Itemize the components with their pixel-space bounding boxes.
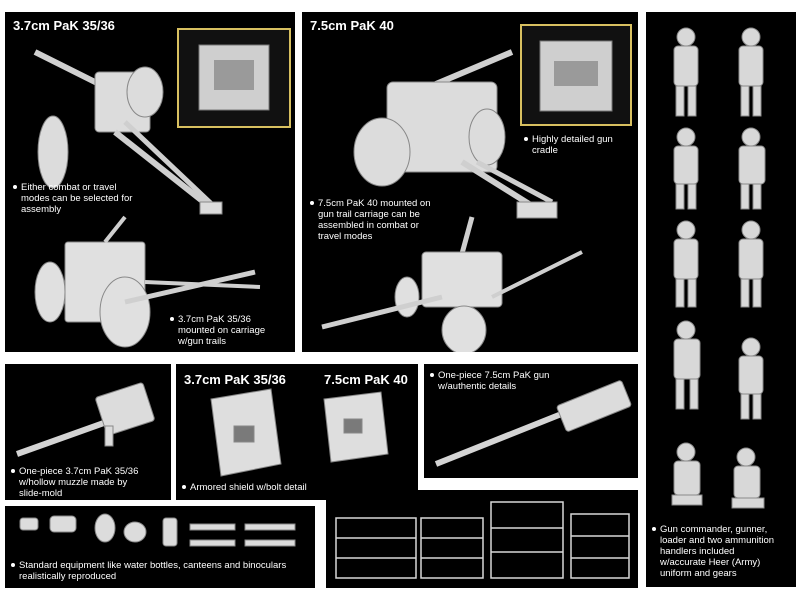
caption-line: w/authentic details (438, 381, 517, 392)
caption-line: w/accurate Heer (Army) (660, 557, 761, 568)
shield-title-pak40: 7.5cm PaK 40 (324, 372, 408, 387)
panel-barrel40: One-piece 7.5cm PaK gun w/authentic deta… (424, 364, 638, 478)
barrel40-caption: One-piece 7.5cm PaK gun w/authentic deta… (430, 370, 549, 392)
panel-equipment: Standard equipment like water bottles, c… (5, 506, 315, 588)
caption-line: gun trail carriage can be (318, 209, 420, 220)
caption-line: cradle (532, 145, 558, 156)
caption-line: handlers included (660, 546, 735, 557)
sprues-illustration (335, 501, 630, 579)
caption-line: modes can be selected for (21, 193, 133, 204)
panel-pak36: 3.7cm PaK 35/36 Either combat or (5, 12, 295, 352)
caption-line: One-piece 3.7cm PaK 35/36 (19, 466, 139, 477)
pak36-caption-carriage: 3.7cm PaK 35/36 mounted on carriage w/gu… (170, 314, 265, 347)
caption-line: w/hollow muzzle made by (19, 477, 128, 488)
bullet-dot-icon (524, 137, 528, 142)
caption-line: Standard equipment like water bottles, c… (19, 560, 287, 571)
panel-figures: Gun commander, gunner, loader and two am… (646, 12, 796, 587)
caption-line: 3.7cm PaK 35/36 (178, 314, 251, 325)
barrel36-caption: One-piece 3.7cm PaK 35/36 w/hollow muzzl… (11, 466, 138, 499)
panel-title: 7.5cm PaK 40 (310, 18, 394, 33)
pak36-detail-inset (177, 28, 291, 128)
caption-line: Highly detailed gun (532, 134, 613, 145)
bullet-dot-icon (430, 373, 434, 378)
panel-sprues (326, 490, 638, 588)
shield-title-pak36: 3.7cm PaK 35/36 (184, 372, 286, 387)
crew-figures-illustration (671, 27, 766, 509)
caption-line: realistically reproduced (19, 571, 117, 582)
caption-line: travel modes (318, 231, 373, 242)
pak40-caption-carriage: 7.5cm PaK 40 mounted on gun trail carria… (310, 198, 431, 242)
pak40-caption-cradle: Highly detailed gun cradle (524, 134, 613, 156)
caption-line: Either combat or travel (21, 182, 117, 193)
bullet-dot-icon (182, 485, 186, 490)
shields-caption: Armored shield w/bolt detail (182, 482, 307, 493)
caption-line: assembly (21, 204, 62, 215)
panel-barrel36: One-piece 3.7cm PaK 35/36 w/hollow muzzl… (5, 364, 171, 500)
pak36-caption-modes: Either combat or travel modes can be sel… (13, 182, 132, 215)
shields-illustration (210, 388, 389, 477)
equipment-illustration (19, 513, 296, 547)
equipment-caption: Standard equipment like water bottles, c… (11, 560, 286, 582)
barrel36-illustration (15, 382, 155, 457)
caption-line: Gun commander, gunner, (660, 524, 768, 535)
caption-line: w/gun trails (178, 336, 227, 347)
bullet-dot-icon (652, 527, 656, 532)
pak36-gun-illustration (33, 49, 261, 348)
bullet-dot-icon (11, 563, 15, 568)
caption-line: uniform and gears (660, 568, 737, 579)
bullet-dot-icon (170, 317, 174, 322)
bullet-dot-icon (310, 201, 314, 206)
bullet-dot-icon (13, 185, 17, 190)
caption-line: loader and two ammunition (660, 535, 775, 546)
figures-caption: Gun commander, gunner, loader and two am… (652, 524, 774, 579)
panel-title: 3.7cm PaK 35/36 (13, 18, 115, 33)
caption-line: assembled in combat or (318, 220, 419, 231)
caption-line: slide-mold (19, 488, 63, 499)
pak40-cradle-inset (520, 24, 632, 126)
caption-line: One-piece 7.5cm PaK gun (438, 370, 550, 381)
caption-line: mounted on carriage (178, 325, 266, 336)
panel-shields: 3.7cm PaK 35/36 7.5cm PaK 40 Armored shi… (176, 364, 418, 500)
panel-pak40: 7.5cm PaK 40 Highly detailed gun cradle (302, 12, 638, 352)
pak40-gun-illustration (321, 49, 583, 352)
caption-line: 7.5cm PaK 40 mounted on (318, 198, 431, 209)
barrel40-illustration (434, 380, 632, 467)
caption-line: Armored shield w/bolt detail (190, 482, 307, 493)
bullet-dot-icon (11, 469, 15, 474)
